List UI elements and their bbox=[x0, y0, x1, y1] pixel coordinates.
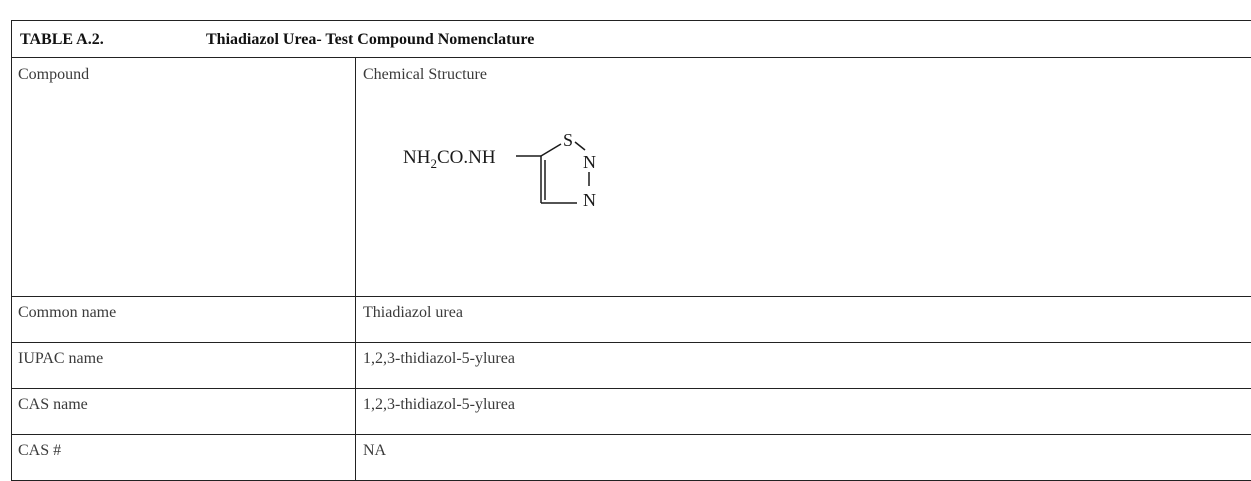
atom-s: S bbox=[563, 130, 573, 150]
table-title-cell: TABLE A.2. Thiadiazol Urea- Test Compound… bbox=[10, 19, 1251, 59]
atom-n2: N bbox=[583, 190, 596, 210]
table-title: Thiadiazol Urea- Test Compound Nomenclat… bbox=[206, 30, 535, 48]
table-row: Common name Thiadiazol urea bbox=[11, 296, 1251, 344]
row-label: CAS name bbox=[11, 388, 356, 436]
structure-wrapper: Chemical Structure NH2CO.NH S N N bbox=[363, 65, 1251, 296]
row-label: CAS # bbox=[11, 434, 356, 481]
nomenclature-table: TABLE A.2. Thiadiazol Urea- Test Compound… bbox=[10, 19, 1251, 481]
row-value: NA bbox=[354, 434, 1251, 481]
structure-cell: Chemical Structure NH2CO.NH S N N bbox=[354, 57, 1251, 298]
substituent-subscript: 2 bbox=[430, 156, 437, 171]
structure-header: Chemical Structure bbox=[363, 66, 487, 84]
atom-n1: N bbox=[583, 152, 596, 172]
table-row: CAS # NA bbox=[11, 434, 1251, 481]
table-row: CAS name 1,2,3-thidiazol-5-ylurea bbox=[11, 388, 1251, 436]
substituent-main: NH bbox=[403, 147, 431, 168]
substituent-rest: CO.NH bbox=[437, 147, 496, 168]
structure-row: Compound Chemical Structure NH2CO.NH S N… bbox=[11, 57, 1251, 298]
table-row: IUPAC name 1,2,3-thidiazol-5-ylurea bbox=[11, 342, 1251, 390]
compound-header: Compound bbox=[11, 57, 356, 298]
row-label: IUPAC name bbox=[11, 342, 356, 390]
bond-s-n1 bbox=[574, 141, 586, 152]
row-value: 1,2,3-thidiazol-5-ylurea bbox=[354, 342, 1251, 390]
table-title-row: TABLE A.2. Thiadiazol Urea- Test Compound… bbox=[10, 19, 1251, 59]
table-label: TABLE A.2. bbox=[20, 30, 104, 48]
chemical-structure-diagram: NH2CO.NH S N N bbox=[403, 130, 596, 210]
row-value: 1,2,3-thidiazol-5-ylurea bbox=[354, 388, 1251, 436]
row-value: Thiadiazol urea bbox=[354, 296, 1251, 344]
row-label: Common name bbox=[11, 296, 356, 344]
substituent-label: NH2CO.NH bbox=[403, 147, 496, 171]
bond-c5-s bbox=[540, 143, 562, 158]
